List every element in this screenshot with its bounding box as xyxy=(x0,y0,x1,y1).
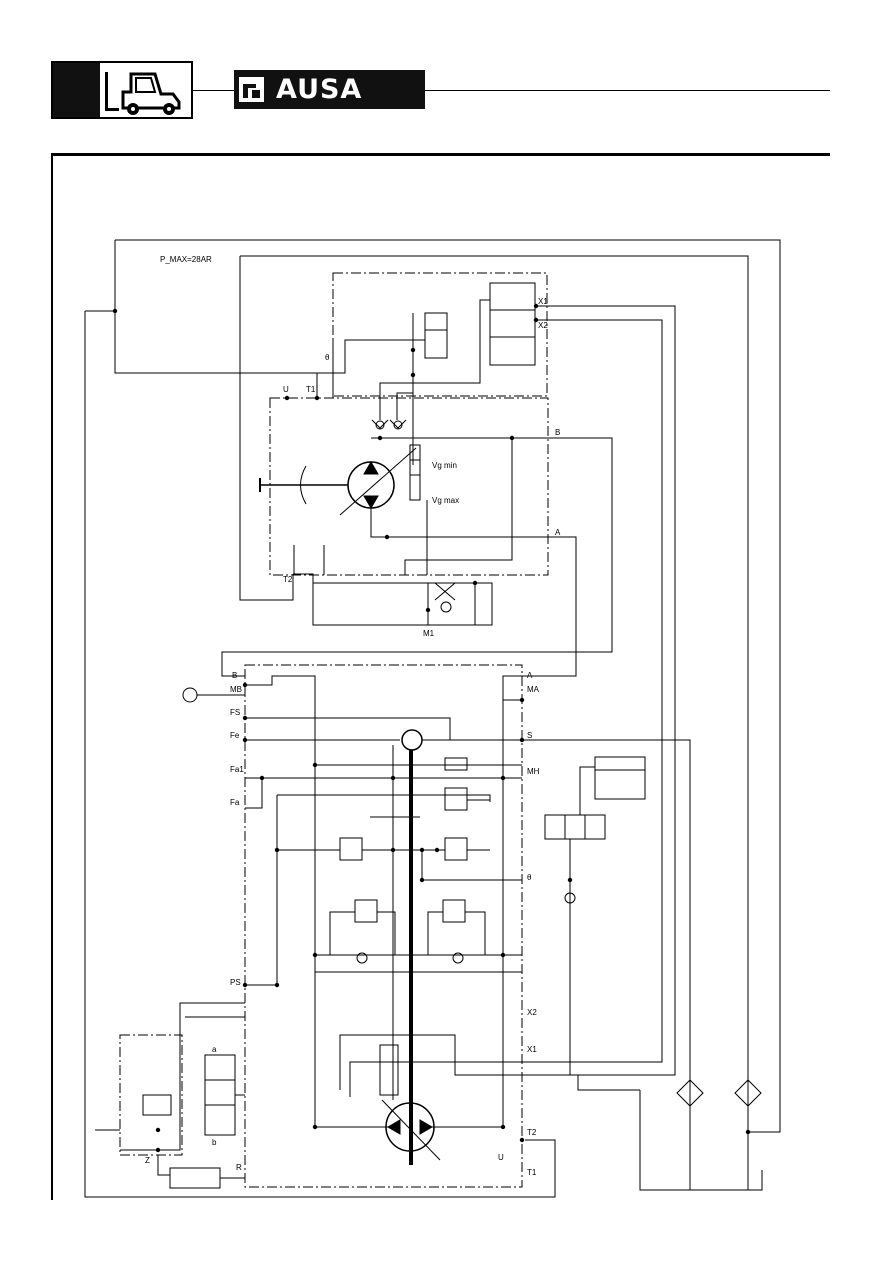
label-z: Z xyxy=(145,1156,150,1165)
brake-cylinder xyxy=(169,1167,221,1189)
label-x1-bot: X1 xyxy=(527,1045,537,1054)
control-valve-housing xyxy=(332,272,548,397)
header-rule-left xyxy=(193,90,234,91)
ausa-logo: AUSA xyxy=(234,70,425,109)
label-t2-top: T2 xyxy=(283,575,293,584)
label-theta-top: θ xyxy=(325,353,330,362)
label-fe: Fe xyxy=(230,731,240,740)
relief-valve-upper xyxy=(444,787,468,811)
header-rule-right xyxy=(425,90,830,91)
brake-relief-valve xyxy=(142,1094,172,1116)
label-b-valve: b xyxy=(212,1138,217,1147)
label-ps: PS xyxy=(230,978,241,987)
label-ma: MA xyxy=(527,685,540,694)
label-mh: MH xyxy=(527,767,540,776)
displacement-control xyxy=(409,444,421,501)
accumulator xyxy=(594,756,646,800)
brake-valve-group xyxy=(119,1034,183,1156)
oil-cooler xyxy=(734,1079,762,1107)
forklift-icon xyxy=(105,72,181,115)
line-a xyxy=(370,508,577,677)
label-m1: M1 xyxy=(423,629,435,638)
header-black-band xyxy=(53,63,100,117)
label-pmax: P_MAX=28AR xyxy=(160,255,212,264)
directional-valve xyxy=(204,1054,236,1136)
frame-left-rule xyxy=(51,153,53,1200)
label-vg-min: Vg min xyxy=(432,461,457,470)
label-b-pump: B xyxy=(555,428,560,437)
solenoid-dir-valve xyxy=(544,814,606,840)
motor-displacement-control xyxy=(379,1044,399,1096)
label-t1-top: T1 xyxy=(306,385,316,394)
return-line-outer xyxy=(115,239,781,1133)
label-b-motor: B xyxy=(232,671,237,680)
label-fa: Fa xyxy=(230,798,240,807)
label-vg-max: Vg max xyxy=(432,496,459,505)
cooler-line xyxy=(240,255,749,1190)
label-x1-top: X1 xyxy=(538,297,548,306)
label-a-pump: A xyxy=(555,528,561,537)
label-u-bot: U xyxy=(498,1153,504,1162)
label-mb: MB xyxy=(230,685,242,694)
motor-housing xyxy=(244,664,523,1188)
line-b xyxy=(221,437,613,677)
solenoid-valve xyxy=(489,282,536,366)
label-t2-bot: T2 xyxy=(527,1128,537,1137)
brand-name: AUSA xyxy=(276,74,363,105)
label-s: S xyxy=(527,731,532,740)
servo-valve xyxy=(424,312,448,359)
flushing-pump xyxy=(401,729,423,751)
hydraulic-motor xyxy=(385,1102,435,1152)
label-t1-bot: T1 xyxy=(527,1168,537,1177)
pressure-valve-left xyxy=(339,837,363,861)
outer-loop-line xyxy=(84,311,556,1198)
header-logo-box xyxy=(51,61,193,119)
pressure-valve-right xyxy=(444,837,468,861)
filter xyxy=(676,1079,704,1107)
label-x2-bot: X2 xyxy=(527,1008,537,1017)
ausa-logo-mark xyxy=(239,77,264,102)
label-fa1: Fa1 xyxy=(230,765,244,774)
label-fs: FS xyxy=(230,708,240,717)
label-theta-mid: θ xyxy=(527,873,532,882)
shuttle-valve xyxy=(444,757,468,771)
crossover-relief-left xyxy=(354,899,378,923)
label-a-motor: A xyxy=(527,671,533,680)
label-u: U xyxy=(283,385,289,394)
crossover-relief-right xyxy=(442,899,466,923)
case-drain-line xyxy=(114,240,318,374)
label-x2-top: X2 xyxy=(538,321,548,330)
label-a-valve: a xyxy=(212,1045,217,1054)
pump-housing xyxy=(269,397,549,576)
frame-top-rule xyxy=(51,153,830,156)
label-r: R xyxy=(236,1163,242,1172)
